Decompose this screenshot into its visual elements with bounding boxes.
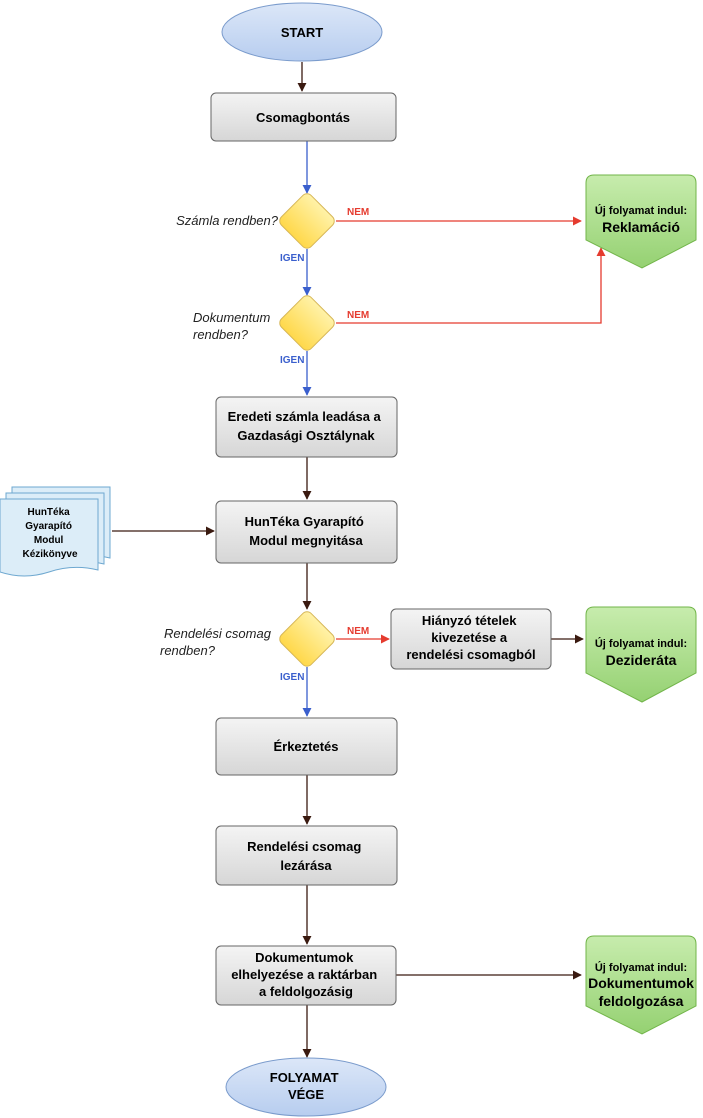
process-csomagbontas-label: Csomagbontás [256,110,350,125]
process-eredeti-szamla-label: Eredeti számla leadása a Gazdasági Osztá… [228,409,385,443]
offpage-reklamacio-title: Új folyamat indul: [595,204,687,217]
decision-rendelesi[interactable] [277,609,336,668]
offpage-dezirata[interactable]: Új folyamat indul: Dezideráta [585,606,697,703]
edges [112,62,606,1058]
process-hunteka-megnyitasa-label: HunTéka Gyarapító Modul megnyitása [245,514,368,548]
decision-dokumentum-question: Dokumentum rendben? [193,310,274,342]
process-dokumentumok-elhelyezese[interactable]: Dokumentumok elhelyezése a raktárban a f… [215,945,397,1006]
offpage-reklamacio[interactable]: Új folyamat indul: Reklamáció [585,174,697,269]
decision-dokumentum[interactable] [277,293,336,352]
label-no-dokumentum: NEM [347,310,369,321]
label-no-rendelesi: NEM [347,626,369,637]
label-yes-rendelesi: IGEN [280,672,304,683]
label-yes-dokumentum: IGEN [280,355,304,366]
offpage-reklamacio-name: Reklamáció [602,219,680,235]
end-label: FOLYAMAT VÉGE [270,1070,342,1102]
offpage-dezirata-title: Új folyamat indul: [595,637,687,650]
process-hunteka-megnyitasa[interactable]: HunTéka Gyarapító Modul megnyitása [215,500,398,564]
decision-rendelesi-question: Rendelési csomag rendben? [160,626,275,658]
process-dokumentumok-elhelyezese-label: Dokumentumok elhelyezése a raktárban a f… [231,950,381,999]
label-no-szamla: NEM [347,207,369,218]
edge-dokumentum-no [336,247,606,324]
offpage-dok-feldolgozasa-title: Új folyamat indul: [595,961,687,974]
process-rendelesi-lezarasa[interactable]: Rendelési csomag lezárása [215,825,398,886]
process-rendelesi-lezarasa-label: Rendelési csomag lezárása [247,839,365,873]
decision-szamla[interactable] [277,191,336,250]
offpage-dok-feldolgozasa[interactable]: Új folyamat indul: Dokumentumok feldolgo… [585,935,697,1035]
decision-szamla-question: Számla rendben? [176,213,279,228]
process-erkeztetes[interactable]: Érkeztetés [215,717,398,776]
process-erkeztetes-label: Érkeztetés [273,739,338,754]
offpage-dezirata-name: Dezideráta [606,652,677,668]
process-hianyzo-tetelek-label: Hiányzó tételek kivezetése a rendelési c… [406,613,535,662]
process-eredeti-szamla[interactable]: Eredeti számla leadása a Gazdasági Osztá… [215,396,398,458]
process-csomagbontas[interactable]: Csomagbontás [210,92,397,142]
start-label: START [281,25,323,40]
end-node[interactable]: FOLYAMAT VÉGE [225,1057,387,1117]
offpage-dok-feldolgozasa-name1: Dokumentumok [588,975,694,991]
label-yes-szamla: IGEN [280,253,304,264]
start-node[interactable]: START [221,2,383,62]
process-hianyzo-tetelek[interactable]: Hiányzó tételek kivezetése a rendelési c… [390,608,552,670]
document-hunteka-kezikonyve-label: HunTéka Gyarapító Modul Kézikönyve [22,507,77,560]
offpage-dok-feldolgozasa-name2: feldolgozása [599,993,684,1009]
document-hunteka-kezikonyve[interactable]: HunTéka Gyarapító Modul Kézikönyve [0,486,111,577]
